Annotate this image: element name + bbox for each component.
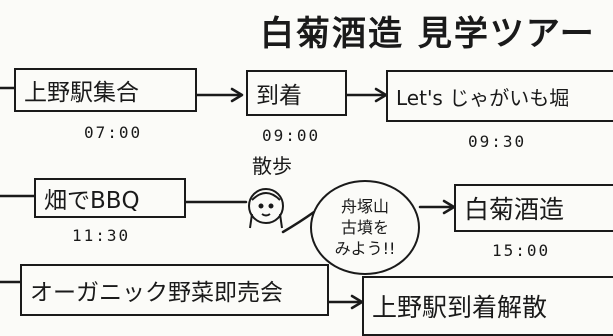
step-box-potato-digging: Let's じゃがいも堀 xyxy=(386,70,613,122)
step-time: 15:00 xyxy=(492,241,551,260)
step-box-ueno-dismissal: 上野駅到着解散 xyxy=(362,276,613,336)
step-label: 上野駅集合 xyxy=(24,80,139,106)
walk-label: 散歩 xyxy=(252,154,292,178)
bubble-line: みよう!! xyxy=(334,239,396,258)
step-label: 白菊酒造 xyxy=(464,195,565,224)
step-time: 09:30 xyxy=(468,132,527,151)
arrowhead xyxy=(230,87,244,103)
bubble-line: 古墳を xyxy=(340,218,389,237)
bubble-line: 舟塚山 xyxy=(340,197,389,216)
step-time: 07:00 xyxy=(84,123,143,142)
step-box-bbq: 畑でBBQ xyxy=(34,178,186,218)
step-box-organic-market: オーガニック野菜即売会 xyxy=(20,264,329,316)
step-box-shiragiku-brewery: 白菊酒造 xyxy=(454,184,613,232)
step-label: 到着 xyxy=(256,83,302,109)
step-time: 11:30 xyxy=(72,226,131,245)
step-time: 09:00 xyxy=(262,126,321,145)
step-label: 上野駅到着解散 xyxy=(372,293,548,322)
step-label: 畑でBBQ xyxy=(44,188,140,214)
step-label: オーガニック野菜即売会 xyxy=(30,280,283,306)
page-title: 白菊酒造 見学ツアー xyxy=(260,14,596,54)
step-box-ueno-meetup: 上野駅集合 xyxy=(14,68,197,112)
step-label: Let's じゃがいも堀 xyxy=(396,85,570,110)
speech-bubble: 舟塚山 古墳を みよう!! xyxy=(310,180,420,275)
person-icon xyxy=(248,188,284,229)
step-box-arrival: 到着 xyxy=(246,70,347,116)
